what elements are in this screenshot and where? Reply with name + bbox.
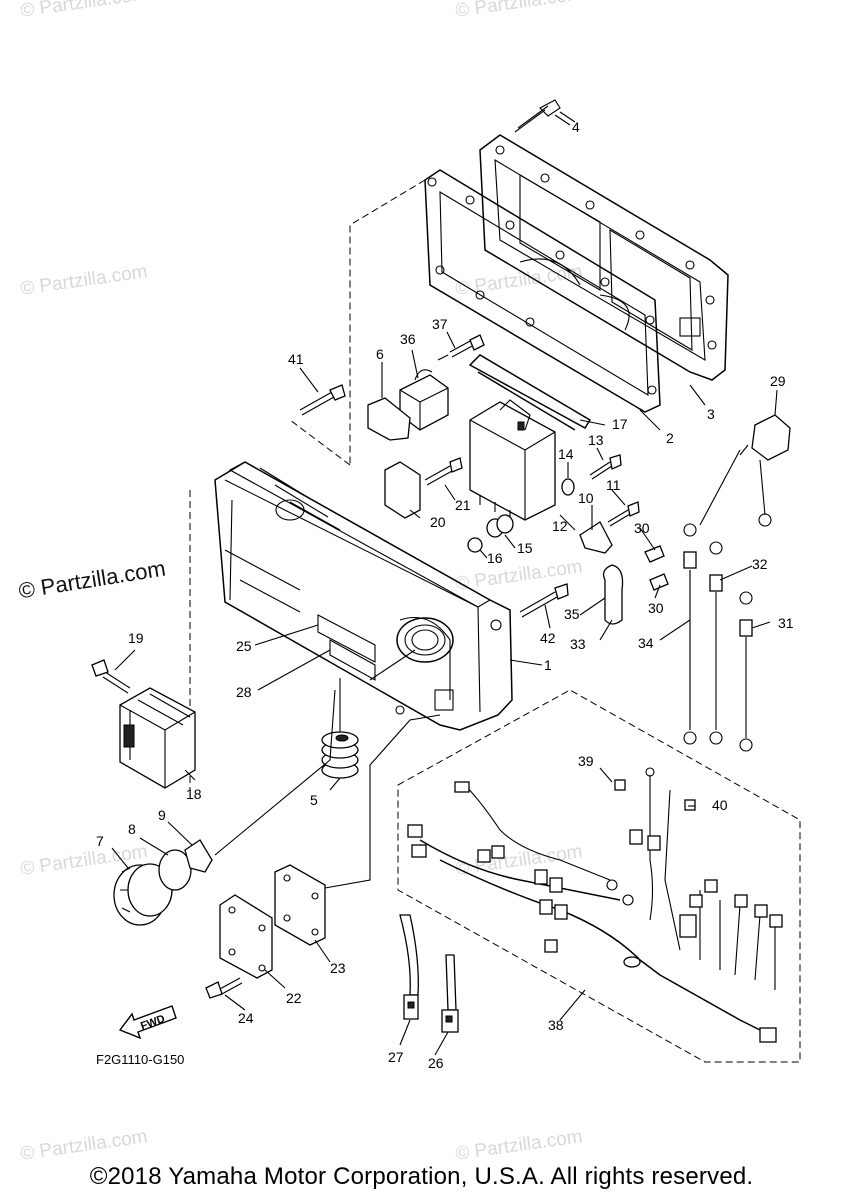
callout-31: 31: [778, 615, 794, 631]
callout-29: 29: [770, 373, 786, 389]
callout-30: 30: [634, 520, 650, 536]
wire-lead-part: [699, 414, 791, 527]
callout-3: 3: [707, 406, 715, 422]
callout-27: 27: [388, 1049, 404, 1065]
callout-30b: 30: [648, 600, 664, 616]
callout-38: 38: [548, 1017, 564, 1033]
callout-25: 25: [236, 638, 252, 654]
callout-33: 33: [570, 636, 586, 652]
callout-28: 28: [236, 684, 252, 700]
callout-18: 18: [186, 786, 202, 802]
screw-part: [205, 977, 243, 999]
screw-part: [589, 454, 622, 480]
callout-22: 22: [286, 990, 302, 1006]
screw-part: [424, 457, 463, 486]
grommet-part: [486, 514, 514, 538]
callout-32: 32: [752, 556, 768, 572]
callout-16: 16: [487, 550, 503, 566]
clip-part: [184, 839, 213, 873]
callout-19: 19: [128, 630, 144, 646]
relay-part: [399, 369, 449, 431]
callout-36: 36: [400, 331, 416, 347]
cover-plate: [479, 134, 729, 381]
screw-part: [91, 659, 131, 694]
screw-part: [519, 583, 569, 618]
electrical-box: [214, 461, 513, 731]
callout-15: 15: [517, 540, 533, 556]
callout-41: 41: [288, 351, 304, 367]
wire-harness-part: [407, 767, 783, 1043]
cap-part: [113, 863, 173, 926]
callout-5: 5: [310, 792, 318, 808]
cable-tie-part: [399, 914, 419, 1020]
callout-7: 7: [96, 833, 104, 849]
gasket: [274, 864, 326, 946]
pad-part: [367, 397, 411, 441]
callout-12: 12: [552, 518, 568, 534]
copyright-notice: ©2018 Yamaha Motor Corporation, U.S.A. A…: [89, 1163, 754, 1190]
callout-42: 42: [540, 630, 556, 646]
cover-plate: [219, 894, 273, 979]
callout-2: 2: [666, 430, 674, 446]
bracket-part: [468, 354, 592, 431]
callout-34: 34: [638, 635, 654, 651]
cable-tie-part: [441, 954, 459, 1033]
callout-4: 4: [572, 119, 580, 135]
callout-13: 13: [588, 432, 604, 448]
ecu-part: [469, 399, 556, 521]
callout-35: 35: [564, 606, 580, 622]
callout-labels: 1 2 3 4 5 6 7 8 9 10 11 12 13 14 15 16 1…: [96, 119, 794, 1071]
forward-arrow-icon: FWD: [118, 1005, 177, 1040]
terminal-part: [644, 545, 669, 591]
screw-part: [607, 501, 640, 527]
callout-17: 17: [612, 416, 628, 432]
washer-part: [561, 478, 575, 496]
cap-part: [602, 564, 624, 625]
callout-26: 26: [428, 1055, 444, 1071]
bracket-part: [579, 521, 613, 554]
callout-6: 6: [376, 346, 384, 362]
wire-lead-part: [739, 591, 753, 752]
diagram-code: F2G1110-G150: [96, 1052, 185, 1067]
wire-lead-part: [709, 541, 723, 745]
callout-14: 14: [558, 446, 574, 462]
ring-part: [158, 849, 192, 891]
gasket: [424, 169, 661, 413]
callout-20: 20: [430, 514, 446, 530]
callout-23: 23: [330, 960, 346, 976]
screw-part: [514, 99, 576, 133]
callout-39: 39: [578, 753, 594, 769]
leader-lines: [111, 114, 778, 1056]
callout-40: 40: [712, 797, 728, 813]
screw-part: [299, 384, 346, 416]
callout-11: 11: [606, 477, 621, 493]
callout-9: 9: [158, 807, 166, 823]
callout-8: 8: [128, 821, 136, 837]
callout-24: 24: [238, 1010, 254, 1026]
collar-part: [467, 537, 483, 553]
bracket-part: [384, 461, 421, 519]
callout-37: 37: [432, 316, 448, 332]
grommet-part: [321, 731, 359, 779]
regulator-part: [119, 687, 196, 789]
screw-part: [437, 334, 485, 361]
callout-1: 1: [544, 657, 552, 673]
fwd-label: FWD: [139, 1013, 167, 1033]
wire-lead-part: [683, 523, 697, 745]
callout-10: 10: [578, 490, 594, 506]
callout-21: 21: [455, 497, 471, 513]
